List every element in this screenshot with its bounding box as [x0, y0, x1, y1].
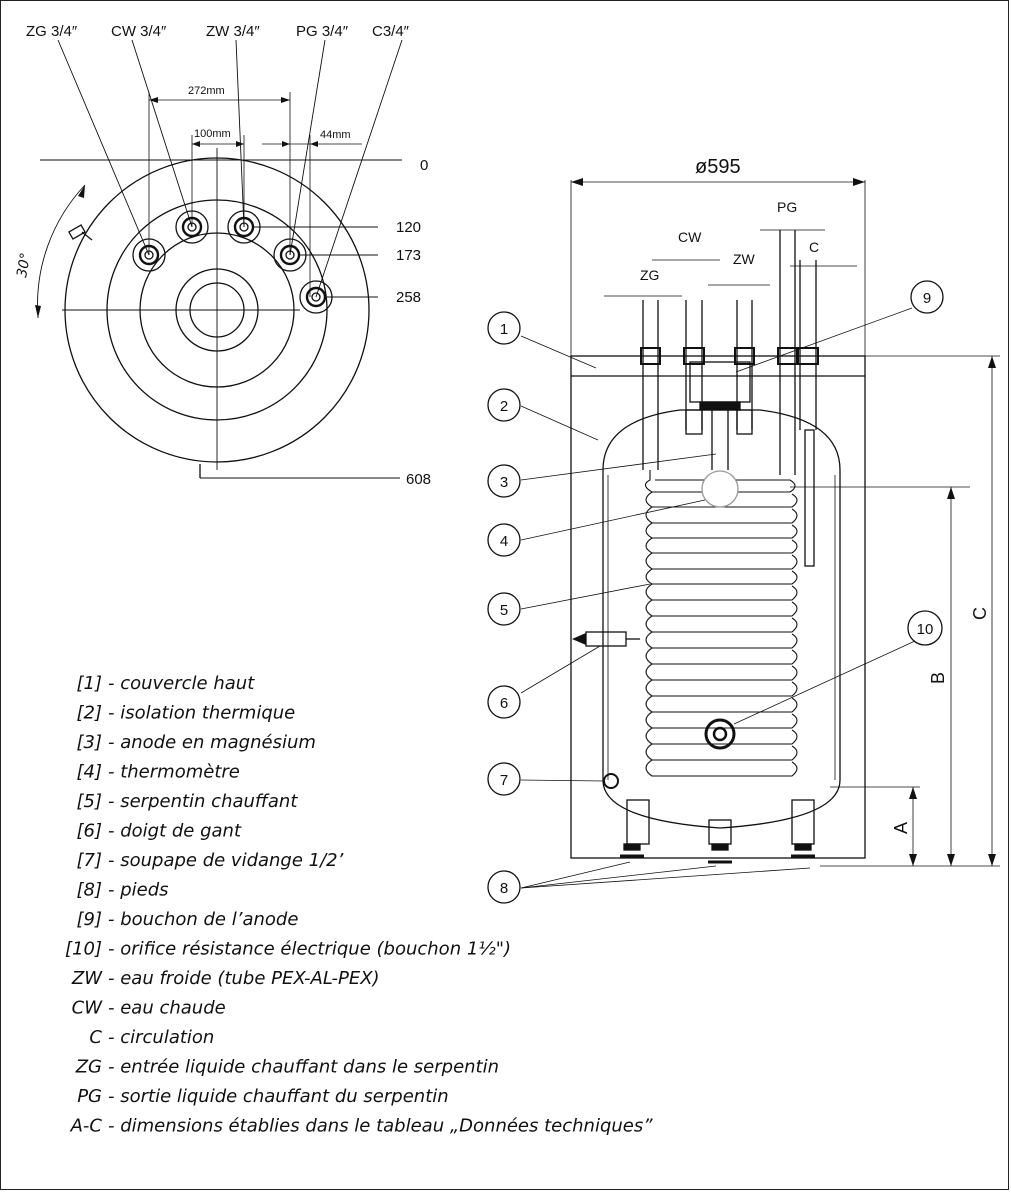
legend-text: - dimensions établies dans le tableau „D… — [108, 1116, 653, 1137]
callout-6 — [487, 685, 521, 719]
anode-cap — [689, 361, 751, 470]
label-cw-34: CW 3/4″ — [111, 23, 167, 40]
callout-10-text: 10 — [917, 621, 934, 638]
callout-1 — [487, 311, 521, 345]
legend-key: [6] — [77, 821, 103, 842]
level-120: 120 — [396, 219, 421, 236]
legend-text: - pieds — [108, 880, 169, 901]
legend-text: - sortie liquide chauffant du serpentin — [108, 1086, 449, 1107]
label-zw-34: ZW 3/4″ — [206, 23, 260, 40]
callout-7-text: 7 — [500, 772, 508, 789]
legend-key: [3] — [77, 732, 103, 753]
legend-key: [4] — [77, 762, 103, 783]
callout-4 — [487, 523, 521, 557]
pipe-label-pg: PG — [777, 199, 797, 215]
legend-text: - anode en magnésium — [108, 732, 316, 753]
legend: [1]- couvercle haut[2]- isolation thermi… — [65, 673, 653, 1137]
side-valve-top — [68, 224, 93, 241]
callout-1-text: 1 — [500, 321, 508, 338]
feet — [620, 799, 815, 864]
legend-text: - orifice résistance électrique (bouchon… — [108, 939, 511, 960]
legend-text: - soupape de vidange 1/2’ — [108, 850, 344, 871]
callout-10 — [907, 610, 943, 646]
dim-272mm: 272mm — [188, 85, 225, 97]
callout-8-text: 8 — [500, 880, 508, 897]
dim-label-a: A — [891, 822, 911, 834]
legend-key: [10] — [65, 939, 102, 960]
callout-2 — [487, 388, 521, 422]
callout-3 — [487, 464, 521, 498]
angle-label: 30° — [14, 251, 34, 278]
level-258: 258 — [396, 289, 421, 306]
legend-key: C — [89, 1027, 102, 1048]
callout-7 — [487, 762, 521, 796]
legend-text: - couvercle haut — [108, 673, 255, 694]
legend-text: - circulation — [108, 1027, 214, 1048]
legend-key: A-C — [70, 1116, 103, 1137]
callout-6-text: 6 — [500, 695, 508, 712]
diameter-label: ø595 — [695, 156, 741, 178]
legend-key: [9] — [77, 909, 103, 930]
legend-key: ZW — [71, 968, 103, 989]
legend-key: [8] — [77, 880, 103, 901]
callout-3-text: 3 — [500, 474, 508, 491]
callout-2-text: 2 — [500, 398, 508, 415]
pipe-label-cw: CW — [678, 229, 702, 245]
insulation-casing — [570, 355, 866, 859]
callout-4-text: 4 — [500, 533, 508, 550]
pipe-label-zg: ZG — [640, 267, 659, 283]
label-c-34: C3/4″ — [372, 23, 410, 40]
callout-9-text: 9 — [923, 290, 931, 307]
drain-valve — [603, 773, 619, 789]
legend-text: - doigt de gant — [108, 821, 242, 842]
pipe-cw — [683, 300, 705, 435]
heater-port — [704, 718, 736, 750]
inner-tank — [602, 409, 841, 829]
legend-text: - thermomètre — [108, 762, 240, 783]
legend-text: - eau froide (tube PEX-AL-PEX) — [108, 968, 380, 989]
callout-5 — [487, 592, 521, 626]
pipe-zw — [734, 300, 755, 435]
immersion-pocket — [572, 631, 640, 647]
pipe-label-zw: ZW — [733, 251, 756, 267]
legend-text: - serpentin chauffant — [108, 791, 298, 812]
label-zg-34: ZG 3/4″ — [26, 23, 78, 40]
legend-text: - eau chaude — [108, 998, 226, 1019]
top-view — [35, 39, 403, 479]
legend-key: [5] — [77, 791, 103, 812]
callout-8 — [487, 870, 521, 904]
pipe-c — [797, 260, 819, 567]
callout-9 — [910, 280, 944, 314]
callout-5-text: 5 — [500, 602, 508, 619]
pipe-zg — [640, 300, 661, 470]
pipe-pg — [777, 230, 798, 475]
legend-text: - entrée liquide chauffant dans le serpe… — [108, 1057, 499, 1078]
dim-100mm: 100mm — [194, 128, 231, 140]
dim-44mm: 44mm — [320, 129, 351, 141]
label-pg-34: PG 3/4″ — [296, 23, 349, 40]
level-173: 173 — [396, 247, 421, 264]
legend-key: ZG — [75, 1057, 102, 1078]
legend-text: - bouchon de l’anode — [108, 909, 298, 930]
legend-key: PG — [77, 1086, 102, 1107]
dim-label-b: B — [928, 672, 948, 684]
dim-label-c: C — [970, 607, 990, 620]
pipe-label-c: C — [809, 239, 819, 255]
legend-key: [2] — [77, 703, 103, 724]
legend-key: [7] — [77, 850, 103, 871]
legend-key: CW — [72, 998, 104, 1019]
angle-arc — [37, 184, 86, 319]
side-view — [487, 178, 1000, 904]
thermometer — [701, 470, 739, 508]
heating-coil — [644, 470, 798, 777]
legend-key: [1] — [77, 673, 103, 694]
level-608: 608 — [406, 471, 431, 488]
level-0: 0 — [420, 157, 428, 174]
legend-text: - isolation thermique — [108, 703, 295, 724]
